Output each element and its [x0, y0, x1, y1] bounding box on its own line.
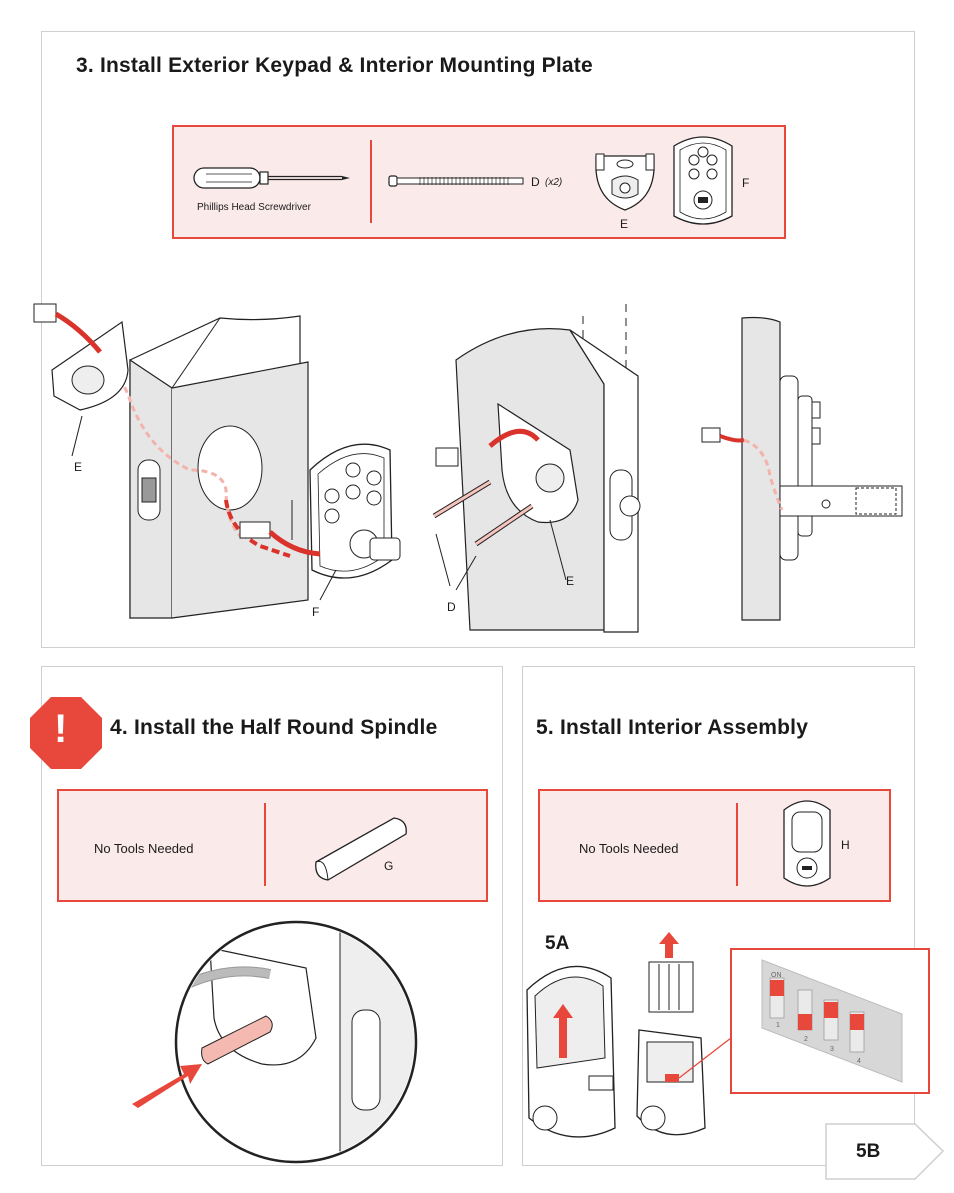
keypad-part-label: F — [742, 176, 749, 190]
spindle-g-icon — [312, 814, 412, 886]
screwdriver-label: Phillips Head Screwdriver — [197, 202, 311, 213]
screwdriver-icon — [192, 164, 352, 194]
battery-cover-illustration — [515, 938, 733, 1150]
screw-qty-label: (x2) — [545, 177, 562, 188]
dip-number-4: 4 — [857, 1058, 861, 1065]
tools-divider — [370, 140, 372, 223]
callout-f: F — [312, 605, 319, 619]
no-tools-label: No Tools Needed — [94, 841, 194, 856]
dip-number-1: 1 — [776, 1022, 780, 1029]
callout-e-left: E — [74, 460, 82, 474]
spindle-part-label: G — [384, 859, 393, 873]
mounting-plate-icon — [592, 150, 658, 214]
plate-part-label: E — [620, 217, 628, 231]
step5-title: 5. Install Interior Assembly — [536, 716, 808, 740]
interior-assembly-h-icon — [780, 796, 834, 892]
door-interior-illustration — [420, 300, 660, 640]
step3-title: 3. Install Exterior Keypad & Interior Mo… — [76, 54, 593, 78]
no-tools-label: No Tools Needed — [579, 841, 679, 856]
dip-number-3: 3 — [830, 1046, 834, 1053]
step4-title: 4. Install the Half Round Spindle — [110, 716, 437, 740]
tools-divider — [736, 803, 738, 886]
callout-d: D — [447, 600, 456, 614]
tools-divider — [264, 803, 266, 886]
next-substep-arrow[interactable] — [825, 1123, 945, 1180]
spindle-install-illustration — [130, 918, 460, 1158]
dip-on-label: ON — [771, 972, 782, 979]
keypad-icon — [670, 132, 736, 230]
interior-part-label: H — [841, 838, 850, 852]
door-exterior-illustration — [30, 300, 430, 630]
dip-number-2: 2 — [804, 1036, 808, 1043]
door-side-illustration — [696, 316, 906, 626]
screw-part-label: D — [531, 175, 540, 189]
callout-e-mid: E — [566, 574, 574, 588]
next-substep-label: 5B — [856, 1141, 880, 1163]
screw-d-icon — [388, 174, 528, 188]
warning-exclamation: ! — [54, 707, 67, 752]
